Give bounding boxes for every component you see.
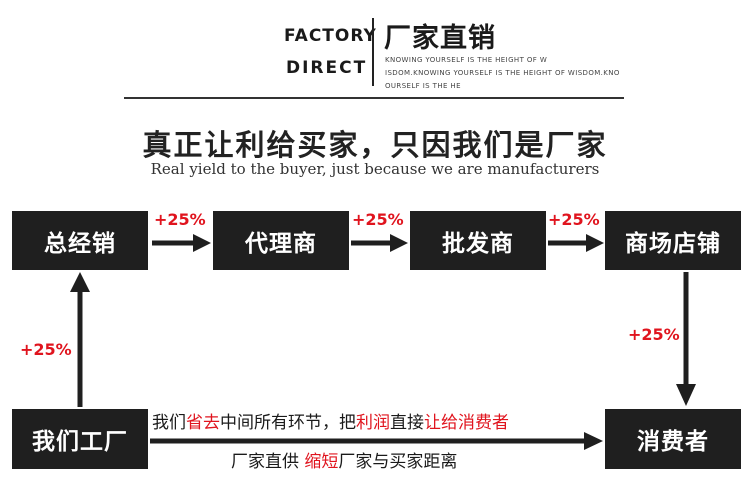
direct-channel-text: 我们省去中间所有环节，把利润直接让给消费者 bbox=[152, 408, 509, 433]
box-agent: 代理商 bbox=[213, 211, 349, 270]
markup-label: +25% bbox=[154, 210, 206, 229]
markup-label: +25% bbox=[548, 210, 600, 229]
box-consumer: 消费者 bbox=[605, 409, 741, 469]
sub-title: Real yield to the buyer, just because we… bbox=[150, 160, 600, 178]
header-rule bbox=[124, 97, 624, 99]
markup-label: +25% bbox=[352, 210, 404, 229]
box-our-factory: 我们工厂 bbox=[12, 409, 148, 469]
text-segment-highlight: 让给消费者 bbox=[424, 413, 509, 433]
direct-supply-text: 厂家直供 缩短厂家与买家距离 bbox=[231, 447, 457, 472]
factory-label: FACTORY bbox=[284, 26, 377, 46]
text-segment: 厂家直供 bbox=[231, 452, 305, 472]
text-segment: 中间所有环节，把 bbox=[220, 413, 356, 433]
arrow-factory-to-consumer bbox=[150, 432, 603, 450]
text-segment-highlight: 利润 bbox=[356, 413, 390, 433]
text-segment-highlight: 缩短 bbox=[304, 452, 339, 472]
markup-label: +25% bbox=[20, 340, 72, 359]
text-segment: 直接 bbox=[390, 413, 424, 433]
arrow-factory-to-distributor bbox=[70, 272, 90, 407]
tagline-line-1: KNOWING YOURSELF IS THE HEIGHT OF W bbox=[385, 56, 548, 64]
direct-label: DIRECT bbox=[286, 58, 368, 78]
tagline-line-2: ISDOM.KNOWING YOURSELF IS THE HEIGHT OF … bbox=[385, 69, 620, 77]
header-divider bbox=[372, 18, 374, 86]
arrow-wholesaler-to-store bbox=[548, 234, 604, 252]
box-general-distributor: 总经销 bbox=[12, 211, 148, 270]
box-store: 商场店铺 bbox=[605, 211, 741, 270]
header-title: 厂家直销 bbox=[384, 23, 496, 54]
arrow-agent-to-wholesaler bbox=[351, 234, 408, 252]
markup-label: +25% bbox=[628, 325, 680, 344]
text-segment-highlight: 省去 bbox=[186, 413, 220, 433]
arrow-store-to-consumer bbox=[676, 272, 696, 406]
main-title: 真正让利给买家，只因我们是厂家 bbox=[142, 128, 608, 162]
tagline-line-3: OURSELF IS THE HE bbox=[385, 82, 461, 90]
text-segment: 厂家与买家距离 bbox=[338, 452, 458, 472]
text-segment: 我们 bbox=[152, 413, 186, 433]
arrow-distributor-to-agent bbox=[152, 234, 211, 252]
box-wholesaler: 批发商 bbox=[410, 211, 546, 270]
